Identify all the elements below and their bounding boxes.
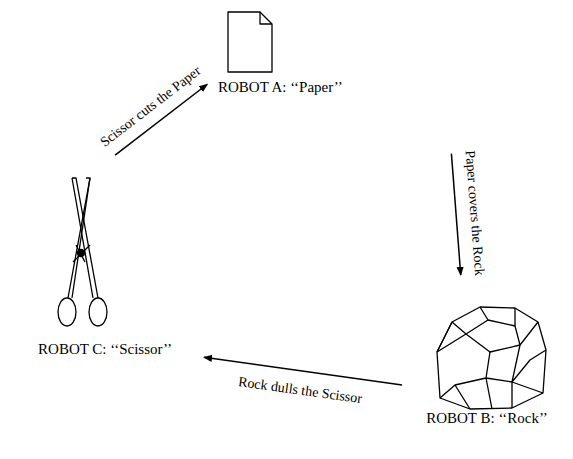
arrow-label: Paper covers the Rock — [461, 148, 488, 278]
robot-label: ROBOT C: ‘‘Scissor’’ — [10, 340, 200, 359]
paper-icon — [228, 12, 272, 72]
relation-arrow — [451, 154, 460, 275]
rock-icon — [437, 307, 546, 409]
arrow-label: Scissor cuts the Paper — [96, 62, 206, 152]
robot-label: ROBOT A: ‘‘Paper’’ — [218, 78, 452, 97]
robot-node: ROBOT C: ‘‘Scissor’’ — [10, 160, 200, 361]
robot-node: ROBOT B: ‘‘Rock’’ — [412, 285, 562, 430]
arrow-label: Rock dulls the Scissor — [235, 374, 365, 408]
robot-node: ROBOT A: ‘‘Paper’’ — [212, 8, 452, 99]
robot-label: ROBOT B: ‘‘Rock’’ — [412, 409, 562, 428]
relation-arrow — [204, 357, 402, 385]
scissors-icon — [58, 178, 107, 326]
